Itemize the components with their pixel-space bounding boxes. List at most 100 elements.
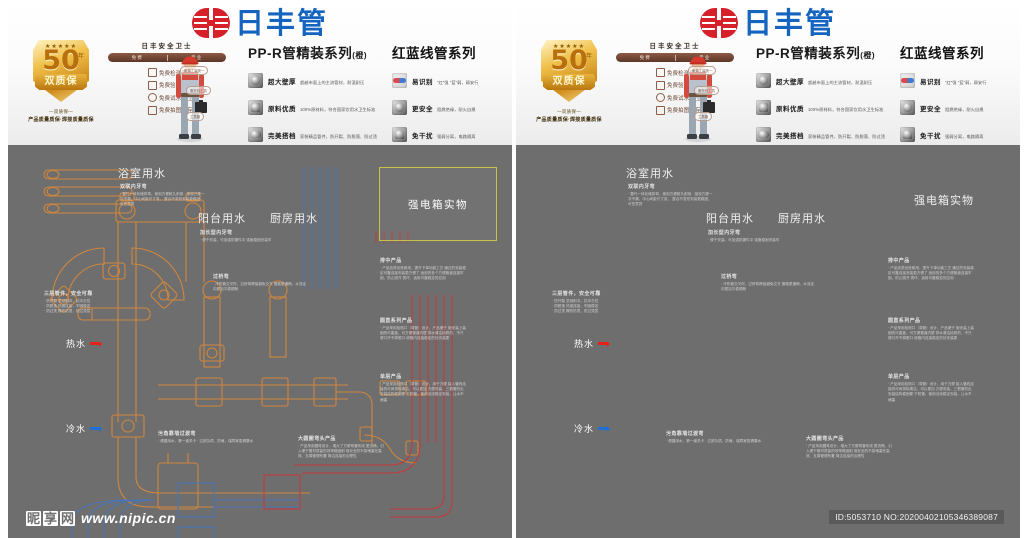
ppr-title-suffix: (橙): [352, 51, 368, 60]
feature-row: 免干扰强弱分离，电路隔离: [900, 125, 1020, 143]
guard-item-label: 免费试水试压: [667, 95, 701, 102]
safety-guard-block: 日丰安全卫士 免费 专业 免费检测真伪 免费验收管路 免费试水试压 免费拍图保存: [108, 40, 226, 142]
badge-caption-main: 产品质量质保·焊接质量质保: [28, 117, 94, 123]
hot-water-flow: 热水: [66, 337, 105, 350]
brand-logo-text: 日丰管: [742, 5, 837, 40]
note-body: · 产品品质优良耐用，提升下单功能工艺 通过的安装稳定可靠连接安装更方便了 适用…: [380, 265, 466, 281]
cold-water-label: 冷水: [574, 424, 595, 434]
list-item: 免费试水试压: [148, 93, 210, 102]
feature-row: 完美搭档家装精品管件，防开裂、防脱落、防过烫: [756, 125, 896, 143]
fitting-item-desc: 隔热防烫，防过烫层: [565, 309, 599, 314]
note-block: 大圆圈弯头产品 · 产品采用圆弯设计，增大了方便弯管布线 更流畅，引入便于管材质…: [298, 435, 384, 460]
feature-text: 完美搭档家装精品管件，防开裂、防脱落、防过烫: [776, 125, 885, 143]
worker-illustration: [684, 56, 715, 142]
cold-water-flow: 冷水: [574, 422, 613, 435]
feature-desc: 强弱分离，电路隔离: [945, 134, 984, 139]
shield-icon: [900, 126, 915, 142]
cold-water-label: 冷水: [66, 424, 87, 434]
hot-water-flow: 热水: [574, 337, 613, 350]
note-title: 排中产品: [380, 258, 402, 264]
fitting-icon: [248, 126, 263, 142]
note-title: 圆直系列产品: [380, 318, 413, 324]
safety-icon: [392, 99, 407, 115]
bubble-label: 服务包工具: [694, 86, 719, 95]
arrow-right-icon: [598, 340, 613, 347]
ppr-title-suffix: (橙): [860, 51, 876, 60]
note-block: 排中产品 · 产品品质优良耐用，提升下单功能工艺 通过的安装稳定可靠连接安装更方…: [888, 257, 974, 282]
feature-name: 更安全: [920, 106, 941, 113]
feature-text: 超大壁厚超越市面上的主流管材，耐温耐压: [268, 71, 364, 89]
list-item: 免费检测真伪: [656, 68, 718, 77]
watermark-char: 昵: [26, 510, 42, 526]
poster-panel-right: 日丰管 ★★★★★ 50 年 双质保 —双质保— 产品质量质保·焊接质量质保 日…: [516, 0, 1020, 538]
list-item: 免费拍图保存: [656, 105, 718, 115]
label-bathroom: 浴室用水: [626, 168, 674, 180]
check-icon: [656, 80, 665, 90]
feature-text: 易识别“红”强 “蓝”弱，弱安行: [920, 71, 987, 89]
material-icon: [248, 99, 263, 115]
warranty-badge: ★★★★★ 50 年 双质保 —双质保— 产品质量质保·焊接质量质保: [22, 36, 100, 123]
poster-panel-left: 日丰管 ★★★★★ 50 年 双质保 —双质保— 产品质量质保·焊接质量质保 日…: [8, 0, 512, 538]
guard-item-label: 免费试水试压: [159, 95, 193, 102]
label-balcony: 阳台用水: [198, 213, 246, 225]
note-body: · 替代一体化墙排弯，使用方便耐久耐用 · 接驳方便一次不漏，中心间距尺寸准， …: [628, 191, 713, 207]
note-block: 大圆圈弯头产品 · 产品采用圆弯设计，增大了方便弯管布线 更流畅，引入便于管材质…: [806, 435, 892, 460]
feature-desc: 阻燃绝缘，耐火自熄: [437, 107, 476, 112]
watermark-char: 享: [43, 510, 59, 526]
bubble-label: 工具箱: [186, 112, 205, 121]
rifeng-logo-icon: [191, 8, 230, 38]
label-bathroom: 浴室用水: [118, 168, 166, 180]
hot-water-label: 热水: [66, 339, 87, 349]
fitting-item-title: · 防脱落: [552, 303, 565, 308]
fitting-item-desc: 热熔连接，牢固稳定: [565, 303, 599, 308]
feature-text: 更安全阻燃绝缘，耐火自熄: [412, 98, 476, 116]
brand-logo: 日丰管: [699, 5, 837, 40]
arrow-right-icon: [598, 425, 613, 432]
badge-number-suffix: 年: [77, 54, 84, 60]
ppr-title-main: PP-R管精装系列: [756, 46, 861, 61]
fitting-note: 三层管件，安全可靠 · 防开裂 坚韧耐冲，抗冲击性 · 防脱落 热熔连接，牢固稳…: [552, 290, 648, 315]
note-body: · 产品采用检测口（弯管）设计，用于方便 接入管线连接的可间排除清洁，可以更加 …: [380, 381, 466, 402]
fitting-note-item: · 防开裂 坚韧耐冲，抗冲击性: [552, 299, 648, 304]
guard-bar: 免费 专业: [616, 53, 734, 62]
electric-box-frame: 强电箱实物: [379, 167, 497, 241]
feature-desc: 阻燃绝缘，耐火自熄: [945, 107, 984, 112]
rifeng-logo-icon: [699, 8, 738, 38]
feature-desc: “红”强 “蓝”弱，弱安行: [945, 80, 987, 85]
label-kitchen: 厨房用水: [270, 213, 318, 225]
guard-item-label: 免费检测真伪: [159, 70, 193, 77]
badge-caption-small: —双质保—: [557, 109, 581, 114]
note-body: · 冷热管交叉时，过桥弯跨接避免交叉 管路更通畅，水流走向更加平稳顺畅: [721, 281, 815, 291]
feature-text: 免干扰强弱分离，电路隔离: [412, 125, 476, 143]
list-item: 免费试水试压: [656, 93, 718, 102]
bubble-label: 服务包工具: [186, 86, 211, 95]
list-item: 免费检测真伪: [148, 68, 210, 77]
badge-shield-icon: ★★★★★ 50 年 双质保: [537, 36, 601, 106]
feature-row: 易识别“红”强 “蓝”弱，弱安行: [392, 71, 512, 89]
note-title: 加长型内牙弯: [708, 230, 741, 236]
bubble-label: 服务工装统一: [180, 66, 209, 75]
fitting-note-item: · 防过烫 隔热防烫，防过烫层: [552, 309, 648, 314]
redblue-title: 红蓝线管系列: [392, 46, 476, 61]
poster-header-left: 日丰管 ★★★★★ 50 年 双质保 —双质保— 产品质量质保·焊接质量质保 日…: [8, 0, 512, 169]
feature-name: 超大壁厚: [268, 79, 296, 86]
note-title: 排中产品: [888, 258, 910, 264]
note-body: · 便捷用水，第一道关卡 · 过滤杂质，防堵，保障家居健康水: [666, 438, 762, 443]
note-block: 双联内牙弯 · 替代一体化墙排弯，使用方便耐久耐用 · 接驳方便一次不漏，中心间…: [120, 183, 206, 208]
note-title: 污角靠墙过渡弯: [158, 431, 196, 437]
fitting-item-title: · 防开裂: [552, 298, 565, 303]
feature-row: 免干扰强弱分离，电路隔离: [392, 125, 512, 143]
redblue-pipe-icon: [392, 72, 407, 88]
badge-number-suffix: 年: [585, 54, 592, 60]
guard-bar-item-0: 免费: [639, 54, 651, 60]
feature-desc: 100%原材料，符合国家饮用水卫生标准: [300, 107, 376, 112]
diagram-area-left: 强电箱实物 浴室用水 阳台用水 厨房用水 双联内牙弯 · 替代一体化墙排弯，使用…: [8, 145, 512, 538]
feature-name: 超大壁厚: [776, 79, 804, 86]
note-body: · 产品采用圆弯设计，增大了方便弯管布线 更流畅，引入便于管材质量的效率稳固耐 …: [806, 443, 892, 459]
poster-header-right: 日丰管 ★★★★★ 50 年 双质保 —双质保— 产品质量质保·焊接质量质保 日…: [516, 0, 1020, 169]
guard-title: 日丰安全卫士: [141, 43, 193, 50]
feature-desc: 强弱分离，电路隔离: [437, 134, 476, 139]
list-item: 免费拍图保存: [148, 105, 210, 115]
